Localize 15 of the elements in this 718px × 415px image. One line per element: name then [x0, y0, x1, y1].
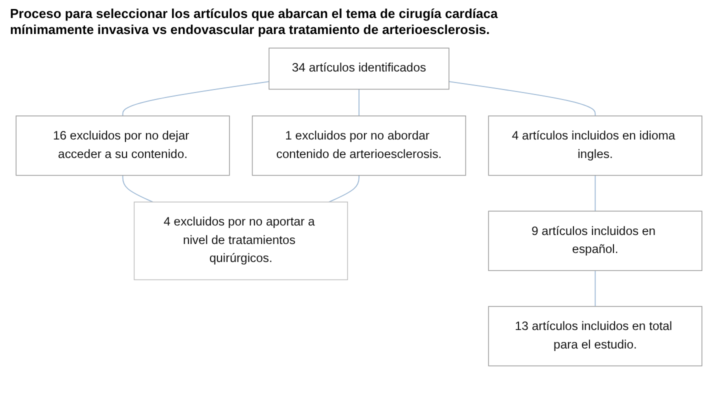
connector	[594, 270, 596, 307]
connector	[358, 88, 360, 116]
diagram-title: Proceso para seleccionar los artículos que abarcan el tema de cirugía cardíaca mínimamente invasiva vs endovascular para tratamiento de arterioesclerosis.	[10, 6, 499, 38]
node-box: 4 excluidos por no aportar a nivel de tratamientos quirúrgicos.	[134, 202, 348, 280]
node-box: 13 artículos incluidos en total para el estudio.	[488, 306, 702, 366]
node-box: 9 artículos incluidos en español.	[488, 210, 702, 271]
node-box: 16 excluidos por no dejar acceder a su contenido.	[16, 116, 230, 176]
connector	[328, 174, 360, 202]
node-box: 4 artículos incluidos en idioma ingles.	[488, 116, 702, 176]
connector	[122, 81, 270, 116]
node-box: 34 artículos identificados	[268, 48, 450, 90]
connector	[122, 174, 154, 202]
connector	[594, 174, 596, 212]
connector	[448, 81, 596, 116]
node-box: 1 excluidos por no abordar contenido de arterioesclerosis.	[252, 116, 466, 176]
